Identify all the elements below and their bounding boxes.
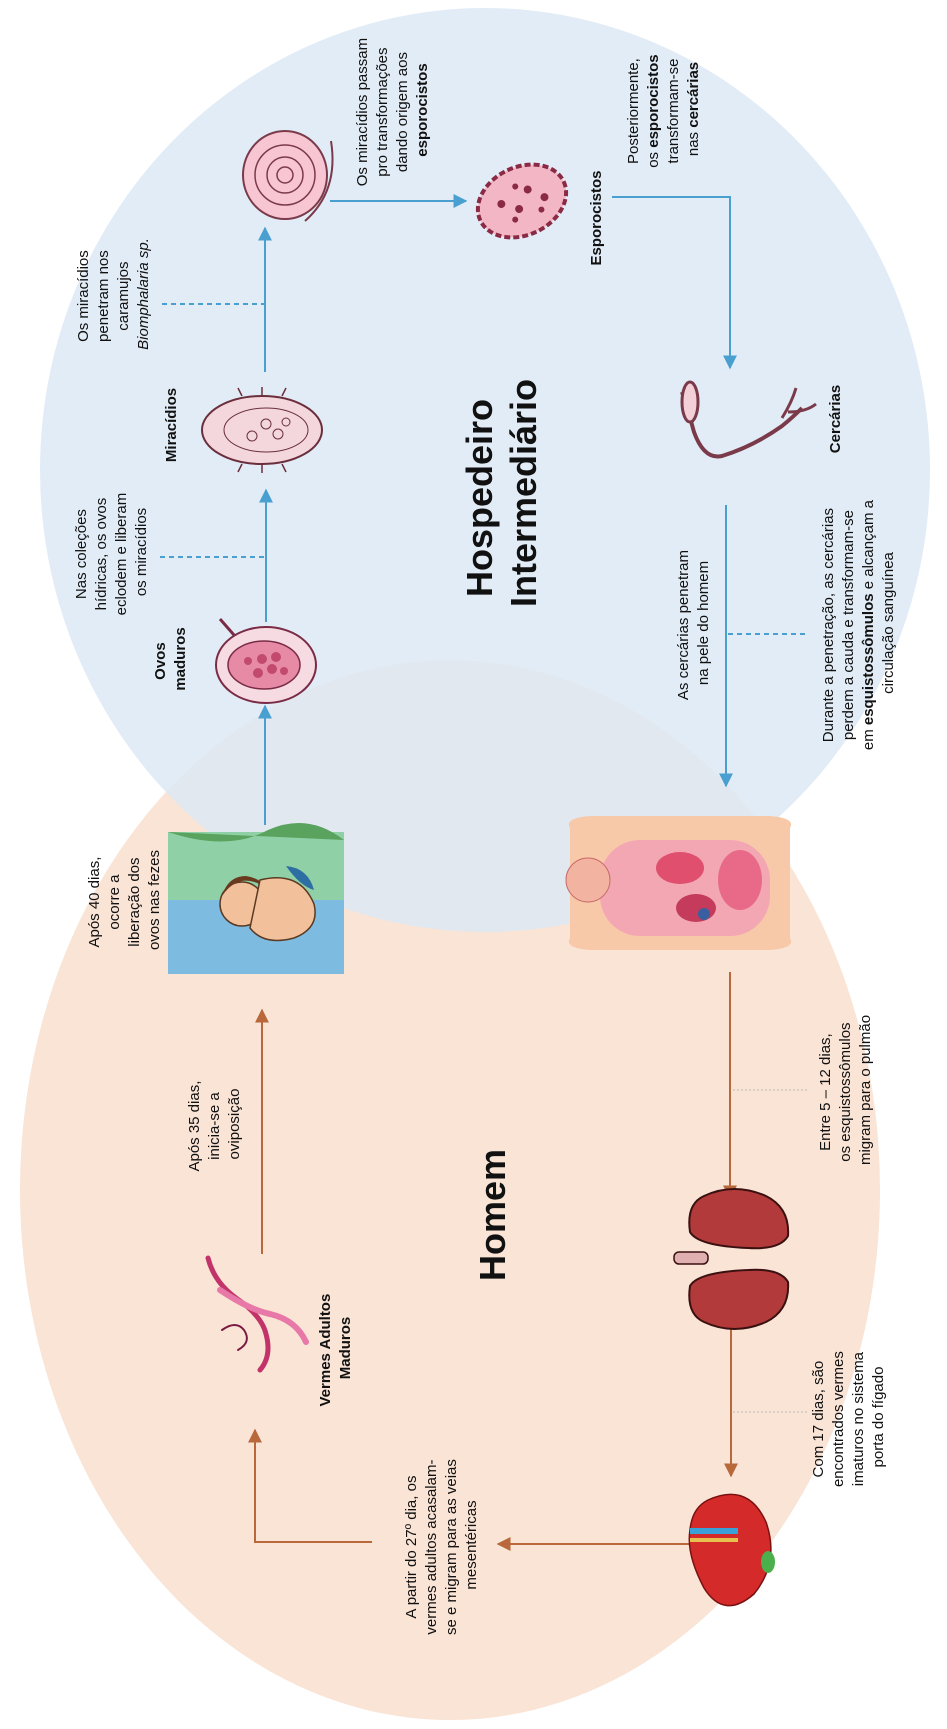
boy-illustration [168,823,344,974]
annotation-lung-migration: Entre 5 – 12 dias, os esquistossômulos m… [817,1015,874,1165]
stage-label-miracidios: Miracídios [163,388,180,462]
region-label-human: Homem [472,1149,513,1281]
human-body-illustration [566,816,791,950]
annotation-oviposition: Após 35 dias, inicia-se a oviposição [186,1076,243,1171]
stage-label-cercarias: Cercárias [827,385,844,453]
stage-label-esporocistos: Esporocistos [588,170,605,265]
